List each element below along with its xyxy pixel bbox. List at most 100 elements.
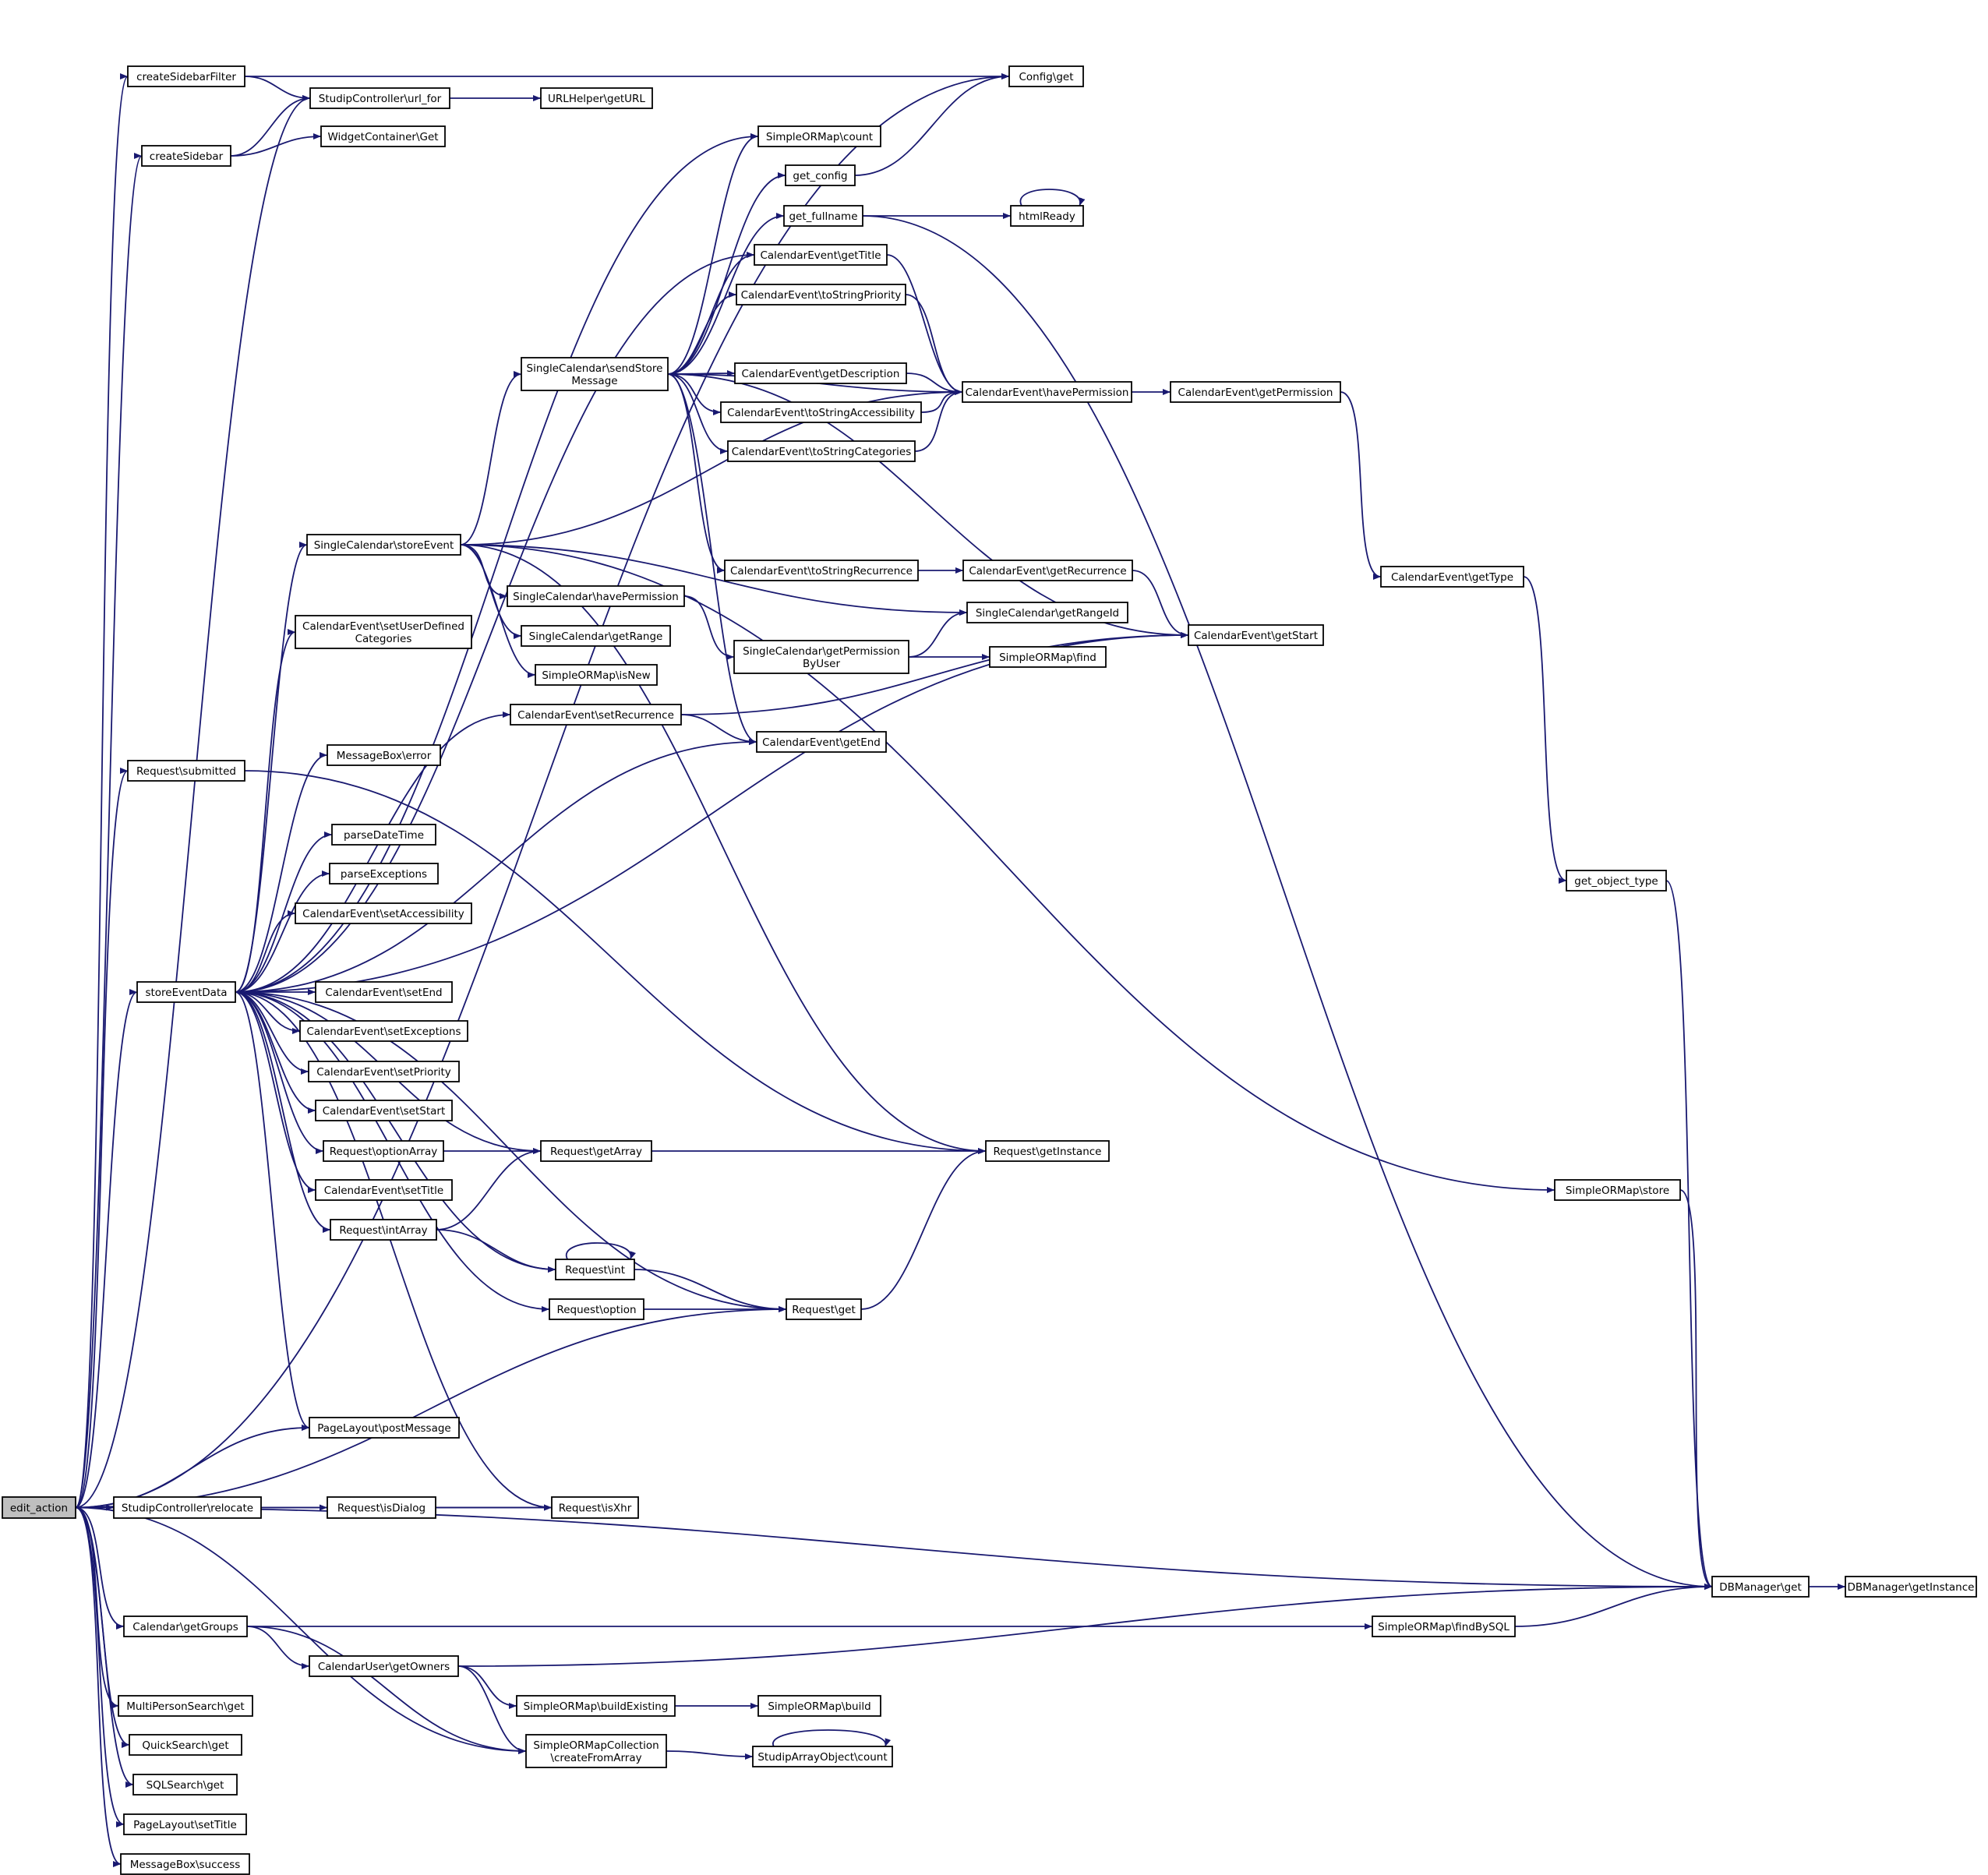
call-edge-storeEvent-to-sendStoreMessage: [460, 371, 522, 546]
function-node-CEsetStart[interactable]: CalendarEvent\setStart: [315, 1100, 453, 1121]
function-node-box: [756, 731, 887, 753]
function-node-RoptionArray[interactable]: Request\optionArray: [323, 1140, 444, 1162]
function-node-CEgetType[interactable]: CalendarEvent\getType: [1380, 566, 1524, 588]
function-node-URLgetURL[interactable]: URLHelper\getURL: [540, 87, 653, 109]
call-edge-storeEventData-to-MBerror: [235, 752, 328, 993]
call-edge-edit_action-to-SORMCcreateFromArray: [75, 1506, 527, 1754]
function-node-label: \createFromArray: [550, 1752, 641, 1764]
function-node-url_for[interactable]: StudipController\url_for: [309, 87, 450, 109]
function-node-RisDialog[interactable]: Request\isDialog: [327, 1496, 436, 1519]
function-node-SCgetRangeId[interactable]: SingleCalendar\getRangeId: [966, 602, 1128, 623]
function-node-label: Request\isDialog: [337, 1502, 425, 1515]
function-node-Rsubmitted[interactable]: Request\submitted: [127, 760, 245, 782]
function-node-label: CalendarUser\getOwners: [318, 1661, 450, 1673]
function-node-CEsetEnd[interactable]: CalendarEvent\setEnd: [315, 981, 453, 1003]
call-edge-edit_action-to-createSidebarFilter: [75, 73, 129, 1509]
function-node-MPSget[interactable]: MultiPersonSearch\get: [118, 1695, 253, 1717]
function-node-CEgetEnd[interactable]: CalendarEvent\getEnd: [756, 731, 887, 753]
function-node-SChavePermission[interactable]: SingleCalendar\havePermission: [507, 585, 685, 607]
function-node-createSidebar[interactable]: createSidebar: [141, 145, 231, 167]
function-node-box: [308, 1061, 460, 1082]
function-node-QSget[interactable]: QuickSearch\get: [129, 1734, 242, 1756]
function-node-RgetInstance[interactable]: Request\getInstance: [985, 1140, 1110, 1162]
function-node-CEgetTitle[interactable]: CalendarEvent\getTitle: [754, 244, 888, 266]
function-node-parseExceptions[interactable]: parseExceptions: [329, 863, 439, 885]
function-node-storeEventData[interactable]: storeEventData: [136, 981, 236, 1003]
function-node-label: SingleCalendar\havePermission: [513, 591, 679, 603]
function-node-box: [132, 1774, 238, 1796]
function-node-CEgetDescription[interactable]: CalendarEvent\getDescription: [734, 362, 907, 384]
function-node-SAOcount[interactable]: StudipArrayObject\count: [752, 1746, 893, 1767]
function-node-SORMcount[interactable]: SimpleORMap\count: [757, 125, 881, 147]
function-node-label: SingleCalendar\getRange: [529, 630, 663, 643]
function-node-SORMisNew[interactable]: SimpleORMap\isNew: [535, 664, 658, 686]
function-node-label: get_fullname: [789, 210, 857, 223]
function-node-label: WidgetContainer\Get: [327, 131, 438, 143]
function-node-CEhavePermission[interactable]: CalendarEvent\havePermission: [962, 381, 1132, 403]
function-node-CEsetPriority[interactable]: CalendarEvent\setPriority: [308, 1061, 460, 1082]
function-node-parseDateTime[interactable]: parseDateTime: [331, 824, 436, 846]
function-node-CUgetOwners[interactable]: CalendarUser\getOwners: [309, 1655, 459, 1677]
function-node-label: MultiPersonSearch\get: [126, 1700, 244, 1713]
function-node-CEtoStringAccessibility[interactable]: CalendarEvent\toStringAccessibility: [720, 401, 922, 423]
function-node-CEtoStringPriority[interactable]: CalendarEvent\toStringPriority: [736, 284, 906, 305]
call-edge-edit_action-to-storeEventData: [75, 989, 138, 1509]
function-node-SORMbuildExisting[interactable]: SimpleORMap\buildExisting: [516, 1695, 676, 1717]
function-node-WidgetGet[interactable]: WidgetContainer\Get: [320, 125, 446, 147]
function-node-htmlReady[interactable]: htmlReady: [1010, 205, 1084, 227]
function-node-CalgetGroups[interactable]: Calendar\getGroups: [123, 1615, 248, 1637]
function-node-MBerror[interactable]: MessageBox\error: [327, 744, 441, 766]
call-edge-Rint-to-Rget: [634, 1269, 787, 1312]
function-node-get_object_type[interactable]: get_object_type: [1566, 870, 1667, 892]
call-edge-CEtoStringAccessibility-to-CEhavePermission: [920, 389, 963, 413]
function-node-CEtoStringRecurrence[interactable]: CalendarEvent\toStringRecurrence: [724, 560, 919, 581]
function-node-RisXhr[interactable]: Request\isXhr: [551, 1496, 639, 1519]
function-node-SORMstore[interactable]: SimpleORMap\store: [1554, 1179, 1681, 1201]
call-edge-storeEventData-to-RisXhr: [235, 991, 553, 1511]
call-edge-get_object_type-to-DBget: [1665, 880, 1713, 1590]
function-node-CEgetPermission[interactable]: CalendarEvent\getPermission: [1170, 381, 1341, 403]
function-node-storeEvent[interactable]: SingleCalendar\storeEvent: [306, 534, 461, 556]
function-node-CEsetExceptions[interactable]: CalendarEvent\setExceptions: [299, 1020, 468, 1042]
function-node-SCgetRange[interactable]: SingleCalendar\getRange: [521, 625, 671, 647]
function-node-MBsuccess[interactable]: MessageBox\success: [120, 1853, 250, 1875]
function-node-PLsetTitle[interactable]: PageLayout\setTitle: [123, 1813, 247, 1835]
function-node-RgetArray[interactable]: Request\getArray: [540, 1140, 652, 1162]
function-node-label: Categories: [355, 633, 412, 645]
function-node-SORMfind[interactable]: SimpleORMap\find: [989, 646, 1107, 668]
function-node-SORMCcreateFromArray[interactable]: SimpleORMapCollection\createFromArray: [525, 1734, 667, 1768]
function-node-label: CalendarEvent\toStringRecurrence: [730, 565, 913, 577]
function-node-createSidebarFilter[interactable]: createSidebarFilter: [127, 65, 245, 87]
function-node-relocate[interactable]: StudipController\relocate: [113, 1496, 262, 1519]
function-node-Rint[interactable]: Request\int: [555, 1259, 635, 1280]
function-node-SORMbuild[interactable]: SimpleORMap\build: [757, 1695, 881, 1717]
function-node-SQLSget[interactable]: SQLSearch\get: [132, 1774, 238, 1796]
function-node-Rget[interactable]: Request\get: [786, 1298, 862, 1320]
function-node-ConfigGet[interactable]: Config\get: [1008, 65, 1084, 87]
function-node-CEgetStart[interactable]: CalendarEvent\getStart: [1188, 624, 1324, 646]
function-node-CEsetRecurrence[interactable]: CalendarEvent\setRecurrence: [510, 704, 682, 726]
function-node-Roption[interactable]: Request\option: [549, 1298, 644, 1320]
function-node-CEtoStringCategories[interactable]: CalendarEvent\toStringCategories: [727, 440, 916, 462]
function-node-SORMfindBySQL[interactable]: SimpleORMap\findBySQL: [1372, 1615, 1516, 1637]
function-node-label: CalendarEvent\getType: [1391, 571, 1513, 584]
function-node-DBgetInstance[interactable]: DBManager\getInstance: [1845, 1576, 1977, 1598]
function-node-DBget[interactable]: DBManager\get: [1711, 1576, 1810, 1598]
function-node-PLpostMessage[interactable]: PageLayout\postMessage: [309, 1417, 460, 1439]
function-node-label: CalendarEvent\getDescription: [742, 368, 900, 380]
function-node-box: [127, 760, 245, 782]
function-node-RintArray[interactable]: Request\intArray: [330, 1219, 437, 1241]
function-node-get_fullname[interactable]: get_fullname: [783, 205, 863, 227]
function-node-CEsetAccessibility[interactable]: CalendarEvent\setAccessibility: [295, 902, 472, 924]
function-node-CEsetTitle[interactable]: CalendarEvent\setTitle: [315, 1179, 453, 1201]
function-node-edit_action[interactable]: edit_action: [2, 1496, 76, 1519]
function-node-CEgetRecurrence[interactable]: CalendarEvent\getRecurrence: [962, 560, 1133, 581]
function-node-label: MessageBox\success: [130, 1859, 241, 1871]
call-edge-createSidebar-to-url_for: [230, 95, 311, 157]
function-node-get_config[interactable]: get_config: [785, 164, 856, 186]
call-edge-CalgetGroups-to-SORMCcreateFromArray: [246, 1626, 527, 1754]
call-edge-CEgetPermission-to-CEgetType: [1340, 391, 1382, 580]
